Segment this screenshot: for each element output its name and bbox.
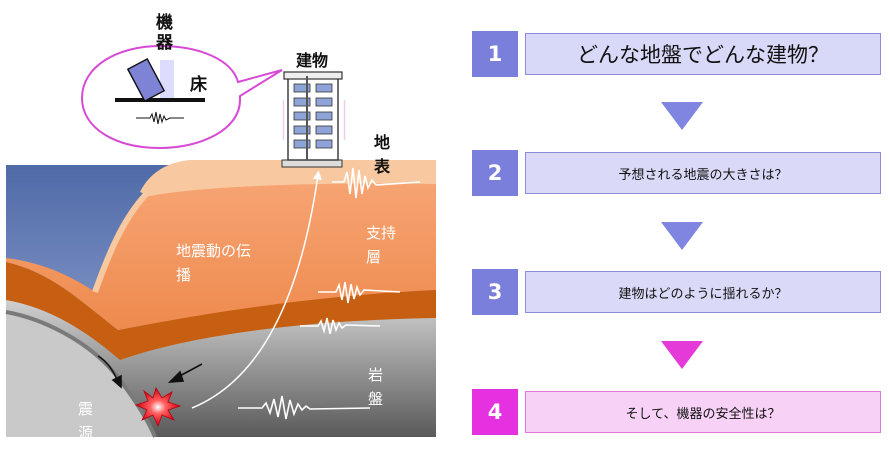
building-window xyxy=(315,83,333,93)
wave-bedrock xyxy=(238,395,371,420)
floor-line xyxy=(115,98,205,102)
equipment-cabinet xyxy=(126,57,166,103)
wave-surface xyxy=(332,167,421,199)
surface-label-1: 地 xyxy=(374,133,390,152)
surface-layer xyxy=(140,160,436,196)
step-4-text: そして、機器の安全性は？ xyxy=(625,406,781,422)
building-window xyxy=(315,125,333,135)
building-window xyxy=(293,139,311,149)
building-base xyxy=(281,159,343,168)
equipment-label-1: 機 xyxy=(156,12,173,33)
source-label-2: 源 xyxy=(78,424,93,442)
source-label-1: 震 xyxy=(78,400,93,418)
step-1-number: 1 xyxy=(472,31,518,77)
subducting-plate xyxy=(6,312,155,437)
building-window xyxy=(293,125,311,135)
building-window xyxy=(293,111,311,121)
building-window xyxy=(315,97,333,107)
equipment-bubble xyxy=(80,44,283,150)
step-3-box: 建物はどのように揺れるか？ xyxy=(525,271,881,313)
bubble-outline xyxy=(80,44,283,150)
bedrock-label-1: 岩 xyxy=(368,366,383,384)
building-window xyxy=(315,111,333,121)
step-3-text: 建物はどのように揺れるか？ xyxy=(618,286,788,302)
wave-path-arrow xyxy=(191,170,322,409)
building-label: 建物 xyxy=(296,51,328,70)
building-window xyxy=(315,139,333,149)
step-1-text: どんな地盤でどんな建物？ xyxy=(577,43,829,67)
building-icon xyxy=(282,71,346,161)
step-4-number: 4 xyxy=(472,389,518,435)
step-2-box: 予想される地震の大きさは？ xyxy=(525,152,881,194)
down-arrow-1 xyxy=(661,102,703,130)
wave-bearing-layer xyxy=(318,281,401,304)
down-arrow-2 xyxy=(661,222,703,250)
arrow-shape xyxy=(661,341,703,369)
down-arrow-3 xyxy=(661,341,703,369)
step-2-text: 予想される地震の大きさは？ xyxy=(618,167,788,183)
burst-icon xyxy=(134,387,182,428)
propagation-label-2: 播 xyxy=(176,266,191,284)
deep-layer xyxy=(6,262,436,360)
step-3-number: 3 xyxy=(472,269,518,315)
bearing-label-1: 支持 xyxy=(366,224,396,242)
step-4-box: そして、機器の安全性は？ xyxy=(525,391,881,433)
floor-label: 床 xyxy=(190,74,208,95)
step-1-box: どんな地盤でどんな建物？ xyxy=(525,33,881,75)
arrow-shape xyxy=(661,102,703,130)
building-window xyxy=(293,97,311,107)
wave-lower-layer xyxy=(300,317,381,335)
surface-label-2: 表 xyxy=(373,157,391,176)
plate-force-arrows xyxy=(97,355,203,389)
equipment-label-2: 器 xyxy=(155,33,174,53)
floor-vibration-wave xyxy=(136,111,184,125)
bedrock-label-2: 盤 xyxy=(368,390,383,408)
bearing-label-2: 層 xyxy=(366,248,381,266)
seismic-waves xyxy=(238,167,421,420)
step-2-number: 2 xyxy=(472,150,518,196)
propagation-label-1: 地震動の伝 xyxy=(176,242,251,260)
arrow-shape xyxy=(661,222,703,250)
building-window xyxy=(293,83,311,93)
epicenter-burst xyxy=(134,387,182,428)
